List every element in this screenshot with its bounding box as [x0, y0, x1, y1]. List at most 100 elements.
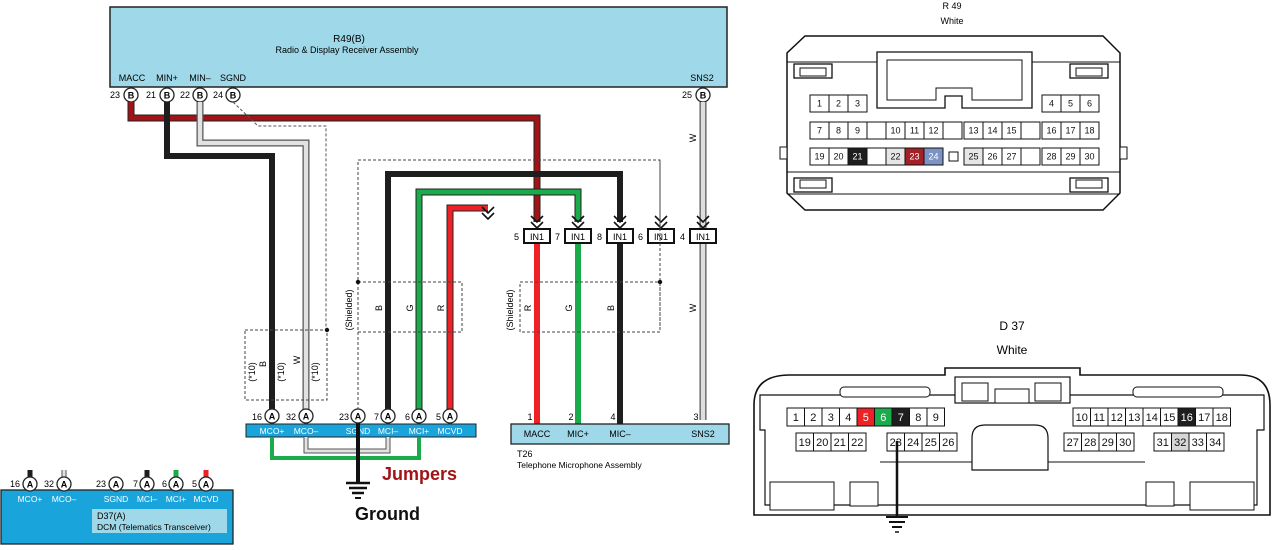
pin-letter: B	[230, 91, 237, 101]
pin-name: MACC	[524, 429, 551, 439]
cavity-number: 6	[880, 412, 886, 424]
cavity-number: 20	[833, 152, 843, 162]
tag-label: (*10)	[247, 362, 257, 382]
cavity-number: 19	[814, 152, 824, 162]
cavity: 6	[1079, 94, 1100, 113]
pin-number: 16	[10, 479, 20, 489]
pin-number: 16	[252, 412, 262, 422]
jumper-white	[303, 437, 391, 454]
cavity: 10	[1072, 407, 1091, 427]
pin-number: 7	[133, 479, 138, 489]
cavity-number: 28	[1046, 152, 1056, 162]
receiver-pin-23: 23 B	[110, 87, 139, 103]
wire-mcvd-red	[446, 204, 488, 410]
cavity: 3	[847, 94, 868, 113]
cavity: 12	[1107, 407, 1126, 427]
wire-mci-minus-black	[385, 171, 623, 410]
cavity: 16	[1177, 407, 1196, 427]
cavity-number: 24	[928, 152, 938, 162]
cavity-number: 7	[817, 126, 822, 136]
receiver-pin-25: 25 B	[682, 87, 711, 103]
cavity-number: 12	[1111, 412, 1123, 424]
cavity: 18	[1079, 121, 1100, 140]
r49-color: White	[940, 16, 963, 26]
cavity: 15	[1001, 121, 1022, 140]
cavity: 24	[923, 147, 944, 166]
cavity: 14	[1142, 407, 1161, 427]
cavity-number: 29	[1102, 437, 1114, 449]
wire-letter: W	[292, 355, 302, 364]
wire-letter: B	[606, 305, 616, 311]
receiver-pin-22: 22 B	[180, 87, 208, 103]
pin-name: MIC–	[609, 429, 631, 439]
cavity	[1020, 121, 1041, 140]
pin-number: 4	[610, 412, 615, 422]
cavity: 28	[1041, 147, 1062, 166]
dcm-mid-pin-6: 6 A MCI+	[405, 408, 430, 436]
d37-cells: 1234567891011121314151617181920212223242…	[786, 407, 1231, 452]
dcm-pin-5: 5 A MCVD	[192, 476, 219, 504]
in1-connector-4: 4 IN1	[680, 228, 717, 244]
cavity-number: 13	[968, 126, 978, 136]
pin-number: 22	[180, 90, 190, 100]
receiver-assembly: R49(B) Radio & Display Receiver Assembly…	[109, 6, 728, 103]
pin-letter: A	[27, 480, 34, 490]
pin-name: MCI+	[409, 426, 430, 436]
pin-name: MCO–	[294, 426, 319, 436]
cavity-number: 21	[852, 152, 862, 162]
shielded-label: (Shielded)	[505, 289, 515, 330]
cavity-number: 8	[836, 126, 841, 136]
pin-number: 32	[44, 479, 54, 489]
pin-letter: A	[144, 480, 151, 490]
pin-letter: A	[173, 480, 180, 490]
cavity-number: 27	[1067, 437, 1079, 449]
cavity-number: 6	[1087, 99, 1092, 109]
cavity-number: 8	[915, 412, 921, 424]
in1-connector-5: 5 IN1	[514, 228, 551, 244]
cavity-number: 16	[1181, 412, 1193, 424]
dcm-mid-strip: 16 A MCO+ 32 A MCO– 23 A SGND 7 A MCI– 6…	[245, 408, 477, 438]
cavity-number: 1	[793, 412, 799, 424]
dcm-mid-pin-5: 5 A MCVD	[436, 408, 463, 436]
cavity-number: 34	[1209, 437, 1221, 449]
receiver-pin-name: SNS2	[690, 73, 714, 83]
cavity-number: 20	[816, 437, 828, 449]
pin-number: 5	[192, 479, 197, 489]
cavity: 1	[786, 407, 805, 427]
cavity-number: 28	[1084, 437, 1096, 449]
wires	[127, 101, 707, 425]
in1-num: 6	[638, 232, 643, 242]
cavity: 30	[1116, 432, 1135, 452]
wire-letter: G	[564, 304, 574, 311]
d37-color: White	[997, 343, 1028, 357]
chevron-markers	[481, 206, 710, 230]
jumper-green	[270, 437, 421, 460]
cavity-number: 4	[1049, 99, 1054, 109]
cavity-number: 17	[1198, 412, 1210, 424]
cavity-number: 30	[1119, 437, 1131, 449]
cavity: 29	[1060, 147, 1081, 166]
cavity: 16	[1041, 121, 1062, 140]
cavity-number: 17	[1065, 126, 1075, 136]
in1-connector-6: 6 IN1	[638, 228, 675, 244]
cavity: 18	[1212, 407, 1231, 427]
cavity-number: 14	[987, 126, 997, 136]
cavity: 20	[813, 432, 832, 452]
cavity: 7	[891, 407, 910, 427]
dcm-box: 16 A MCO+ 32 A MCO– 23 A SGND 7 A MCI– 6…	[0, 470, 234, 545]
cavity: 17	[1060, 121, 1081, 140]
pin-name: MCI–	[137, 494, 158, 504]
cavity: 22	[885, 147, 906, 166]
d37-title: D 37	[999, 319, 1025, 333]
cavity: 4	[1041, 94, 1062, 113]
cavity-number: 11	[1094, 412, 1105, 424]
cavity: 2	[828, 94, 849, 113]
cavity-number: 22	[890, 152, 900, 162]
in1-connector-8: 8 IN1	[597, 228, 634, 244]
in1-num: 5	[514, 232, 519, 242]
cavity: 27	[1001, 147, 1022, 166]
